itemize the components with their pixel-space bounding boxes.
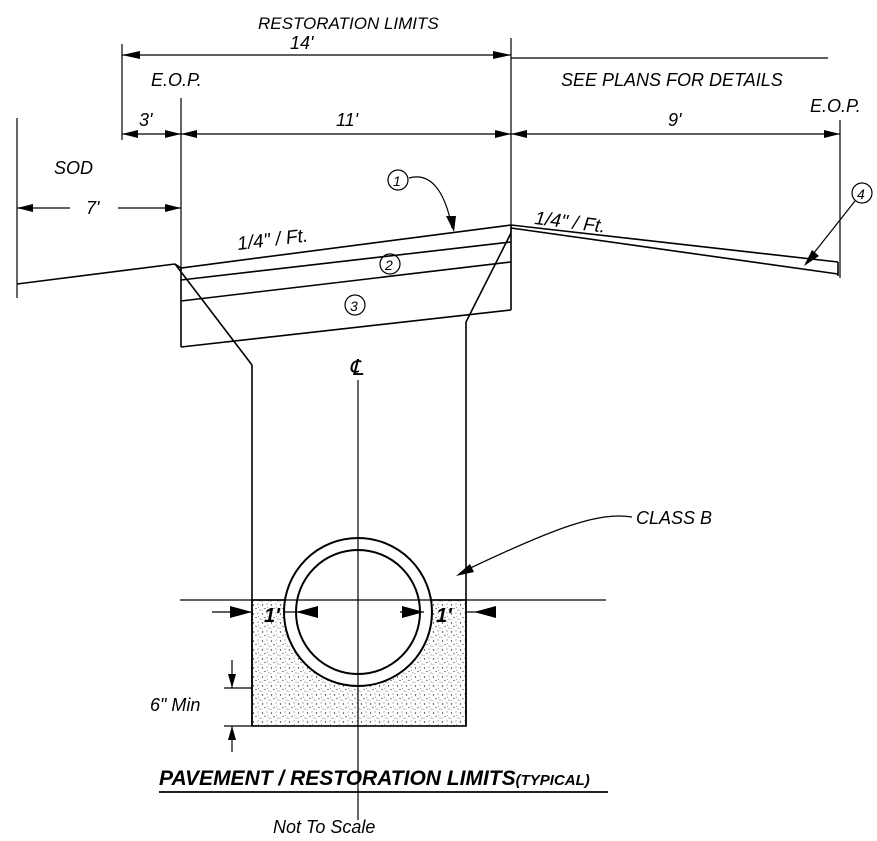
restoration-limits-dimension [121, 38, 828, 233]
eop-left-label: E.O.P. [151, 70, 202, 90]
class-b-leader [456, 515, 633, 576]
dim-9-label: 9' [668, 110, 682, 130]
edge-of-pavement-dimensions [122, 98, 841, 278]
clearance-dimension-left [212, 606, 318, 618]
restoration-limits-label: RESTORATION LIMITS [258, 14, 439, 33]
dim-14-label: 14' [290, 33, 314, 53]
title-typical-text: (TYPICAL) [516, 772, 590, 789]
eop-right-label: E.O.P. [810, 96, 861, 116]
clearance-right-label: 1' [436, 605, 453, 627]
svg-text:PAVEMENT / RESTORATION LIMITS(: PAVEMENT / RESTORATION LIMITS(TYPICAL) [159, 767, 590, 790]
callout-1-number: 1 [393, 173, 401, 189]
see-plans-label: SEE PLANS FOR DETAILS [561, 70, 783, 90]
dim-7-label: 7' [86, 198, 100, 218]
callout-3-number: 3 [350, 298, 358, 314]
centerline-symbol: ℄ [349, 355, 364, 380]
min-6-dimension [224, 660, 252, 752]
callout-4-number: 4 [857, 186, 865, 202]
sod-label: SOD [54, 158, 93, 178]
dim-11-label: 11' [336, 110, 359, 130]
callout-1 [387, 169, 456, 232]
not-to-scale-label: Not To Scale [273, 817, 375, 837]
class-b-label: CLASS B [636, 508, 712, 528]
clearance-dimension-right [400, 606, 496, 618]
callout-4 [804, 182, 873, 266]
min-6-label: 6" Min [150, 695, 200, 715]
slope-left-label: 1/4" / Ft. [236, 225, 309, 255]
callout-2-circle [379, 253, 401, 275]
callout-3-circle [344, 294, 366, 316]
pavement-section [16, 224, 839, 348]
clearance-left-label: 1' [264, 605, 281, 627]
drawing-title: PAVEMENT / RESTORATION LIMITS(TYPICAL) [159, 767, 608, 793]
title-main-text: PAVEMENT / RESTORATION LIMITS [159, 767, 516, 790]
dim-3-label: 3' [139, 110, 153, 130]
callout-2-number: 2 [384, 257, 393, 273]
sod-dimension [16, 118, 181, 298]
